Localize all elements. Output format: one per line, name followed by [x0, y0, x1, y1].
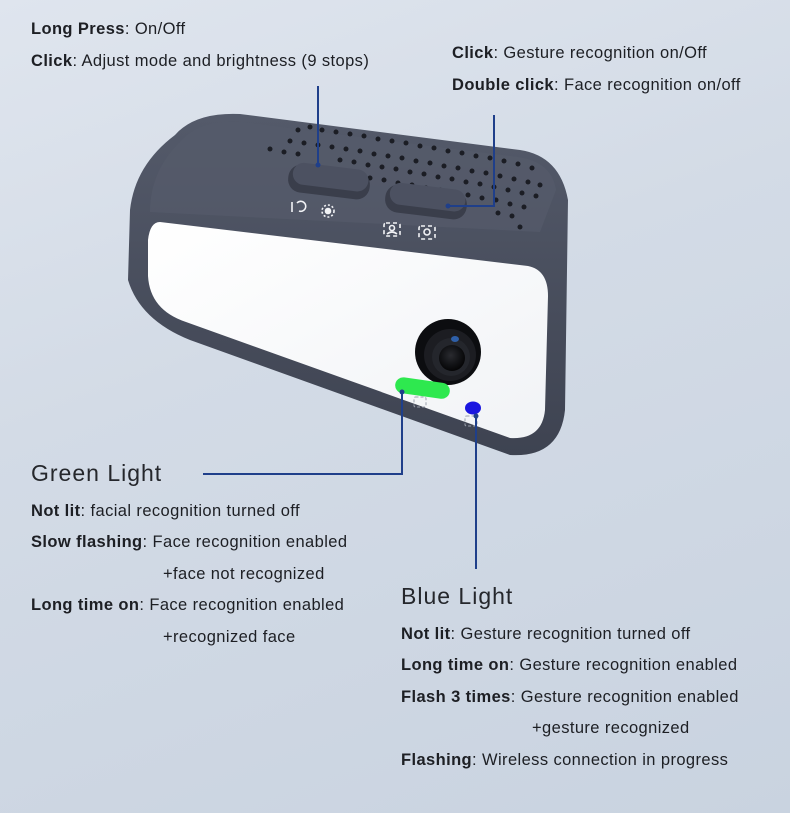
action-label: Long Press [31, 20, 125, 38]
action-label: Click [452, 44, 494, 62]
green-light-state: Long time on: Face recognition enabled [31, 596, 345, 614]
green-light-state: Not lit: facial recognition turned off [31, 502, 300, 520]
state-label: Not lit [31, 502, 81, 520]
face-recognition-icon [418, 225, 436, 240]
green-light-title: Green Light [31, 460, 163, 486]
state-description: Wireless connection in progress [482, 751, 729, 769]
state-description: Gesture recognition enabled [519, 656, 738, 674]
action-description: Face recognition on/off [563, 76, 741, 94]
green-led [395, 377, 450, 399]
state-label: Long time on [401, 656, 510, 674]
state-description: Face recognition enabled [149, 596, 345, 614]
blue-light-state: Not lit: Gesture recognition turned off [401, 625, 691, 643]
state-label: Flashing [401, 751, 473, 769]
recognition-button[interactable] [384, 182, 469, 221]
action-description: On/Off [134, 20, 186, 38]
blue-light-state: Flashing: Wireless connection in progres… [401, 751, 729, 769]
callout-lines [203, 86, 495, 569]
green-light-state: Slow flashing: Face recognition enabled [31, 533, 348, 551]
power-icon [291, 200, 307, 213]
state-description: Gesture recognition enabled [520, 688, 739, 706]
state-label: Flash 3 times [401, 688, 511, 706]
state-continuation: +face not recognized [163, 565, 325, 583]
action-label: Click [31, 52, 73, 70]
blue-light-state: Long time on: Gesture recognition enable… [401, 656, 738, 674]
camera-lens [415, 319, 481, 385]
blue-led [465, 401, 481, 415]
state-description: Gesture recognition turned off [460, 625, 691, 643]
callout-line: Long Press: On/Off [31, 20, 186, 38]
callout-line: Click: Adjust mode and brightness (9 sto… [31, 52, 370, 70]
state-label: Not lit [401, 625, 451, 643]
state-description: Face recognition enabled [152, 533, 348, 551]
callout-line: Double click: Face recognition on/off [452, 76, 741, 94]
brightness-icon [321, 204, 335, 218]
state-continuation: +gesture recognized [532, 719, 690, 737]
action-label: Double click [452, 76, 554, 94]
blue-light-title: Blue Light [401, 583, 514, 609]
power-mode-button[interactable] [287, 162, 372, 201]
state-continuation: +recognized face [163, 628, 296, 646]
gesture-recognition-icon [383, 222, 401, 237]
state-description: facial recognition turned off [90, 502, 300, 520]
action-description: Adjust mode and brightness (9 stops) [81, 52, 370, 70]
blue-light-state: Flash 3 times: Gesture recognition enabl… [401, 688, 739, 706]
state-label: Long time on [31, 596, 140, 614]
state-label: Slow flashing [31, 533, 143, 551]
action-description: Gesture recognition on/Off [503, 44, 708, 62]
callout-line: Click: Gesture recognition on/Off [452, 44, 708, 62]
